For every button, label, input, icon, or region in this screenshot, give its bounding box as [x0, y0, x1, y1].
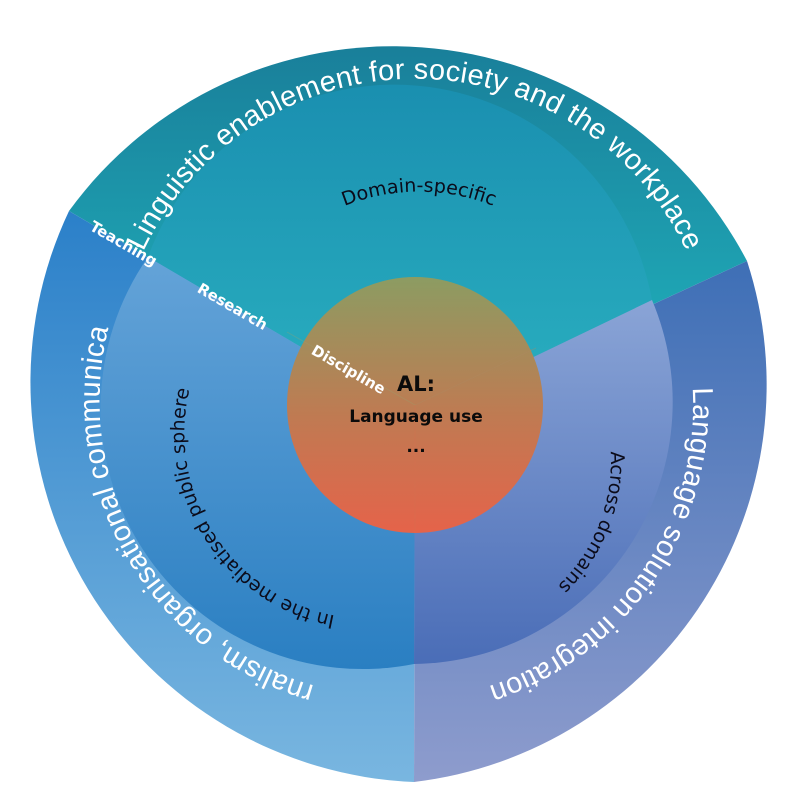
- core-circle: [287, 277, 543, 533]
- middle-sector-left: [100, 257, 415, 670]
- core-line-1: Language use: [349, 407, 483, 427]
- core-title: AL:: [397, 372, 435, 396]
- core-divider-right: [414, 347, 537, 406]
- core-line-2: ...: [406, 437, 425, 457]
- middle-sector-top: [148, 84, 652, 414]
- core: AL: Language use ...: [286, 277, 543, 533]
- core-divider-top: [286, 331, 416, 406]
